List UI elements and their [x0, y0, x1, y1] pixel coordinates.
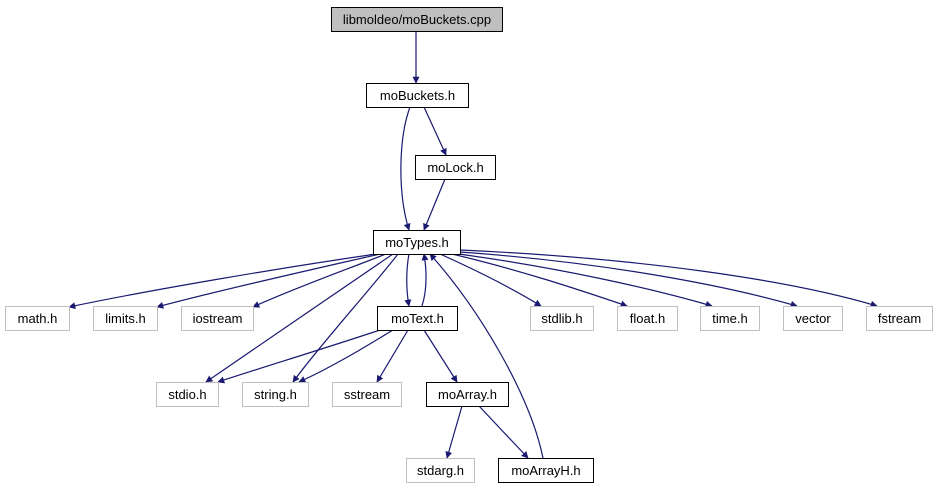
nodes-layer: libmoldeo/moBuckets.cpp moBuckets.h moLock… [5, 7, 933, 483]
edge-moArrayH-h-to-moTypes-h [429, 253, 544, 459]
node-box [332, 382, 402, 407]
node-label: stdarg.h [417, 463, 464, 478]
node-string-h: string.h [242, 382, 309, 407]
edge-moText-h-to-string-h [298, 329, 394, 383]
node-box [783, 306, 843, 331]
node-iostream: iostream [181, 306, 254, 331]
node-label: string.h [254, 387, 297, 402]
node-moText-h[interactable]: moText.h [377, 306, 458, 331]
node-fstream: fstream [866, 306, 933, 331]
node-label: iostream [193, 311, 243, 326]
node-float-h: float.h [617, 306, 678, 331]
node-label[interactable]: libmoldeo/moBuckets.cpp [343, 12, 491, 27]
node-box [700, 306, 760, 331]
node-label: fstream [878, 311, 921, 326]
node-vector: vector [783, 306, 843, 331]
node-box [406, 458, 475, 483]
edge-moTypes-h-to-vector [459, 251, 798, 308]
node-label[interactable]: moLock.h [427, 160, 483, 175]
node-box [93, 306, 158, 331]
node-math-h: math.h [5, 306, 70, 331]
node-label[interactable]: moTypes.h [385, 235, 449, 250]
node-label: float.h [630, 311, 665, 326]
node-moTypes-h[interactable]: moTypes.h [373, 230, 461, 255]
edge-moLock-h-to-moTypes-h [423, 178, 446, 231]
node-root[interactable]: libmoldeo/moBuckets.cpp [331, 7, 503, 32]
node-box [530, 306, 594, 331]
edge-moBuckets-h-to-moLock-h [423, 106, 447, 156]
node-label[interactable]: moArrayH.h [511, 463, 580, 478]
node-box[interactable] [426, 382, 509, 407]
edge-moText-h-to-sstream [376, 329, 409, 383]
node-box[interactable] [415, 155, 496, 180]
node-box [5, 306, 70, 331]
node-moArray-h[interactable]: moArray.h [426, 382, 509, 407]
node-box [866, 306, 933, 331]
node-limits-h: limits.h [93, 306, 158, 331]
node-stdio-h: stdio.h [156, 382, 219, 407]
edge-moTypes-h-to-stdio-h [205, 253, 394, 383]
edge-moBuckets-h-to-moTypes-h [400, 106, 411, 231]
edge-moTypes-h-to-stdlib-h [439, 253, 542, 307]
edge-moTypes-h-to-moText-h [404, 253, 412, 307]
node-label[interactable]: moText.h [391, 311, 444, 326]
edge-moArray-h-to-moArrayH-h [478, 405, 529, 459]
node-label: time.h [712, 311, 747, 326]
edge-moTypes-h-to-iostream [252, 253, 387, 308]
node-box[interactable] [377, 306, 458, 331]
edge-moText-h-to-moTypes-h [421, 253, 429, 307]
node-box[interactable] [331, 7, 503, 32]
node-label: sstream [344, 387, 390, 402]
node-label: stdio.h [168, 387, 206, 402]
edge-moTypes-h-to-fstream [459, 249, 878, 308]
edge-moTypes-h-to-float-h [451, 253, 628, 308]
edge-moTypes-h-to-time-h [458, 253, 713, 308]
node-moArrayH-h[interactable]: moArrayH.h [498, 458, 594, 483]
node-label: vector [795, 311, 831, 326]
node-stdlib-h: stdlib.h [530, 306, 594, 331]
node-time-h: time.h [700, 306, 760, 331]
node-label: limits.h [105, 311, 145, 326]
node-moBuckets-h[interactable]: moBuckets.h [366, 83, 469, 108]
node-stdarg-h: stdarg.h [406, 458, 475, 483]
node-box [156, 382, 219, 407]
edge-moTypes-h-to-string-h [292, 253, 399, 383]
node-sstream: sstream [332, 382, 402, 407]
node-label[interactable]: moArray.h [438, 387, 497, 402]
node-box[interactable] [366, 83, 469, 108]
node-label: stdlib.h [541, 311, 582, 326]
edges-layer [68, 31, 878, 459]
node-box[interactable] [373, 230, 461, 255]
edge-moTypes-h-to-limits-h [156, 253, 381, 309]
node-label[interactable]: moBuckets.h [380, 88, 455, 103]
edge-moText-h-to-moArray-h [423, 329, 458, 383]
node-box [617, 306, 678, 331]
edge-moTypes-h-to-math-h [68, 253, 377, 310]
node-box [242, 382, 309, 407]
edge-moArray-h-to-stdarg-h [445, 405, 463, 459]
node-box[interactable] [498, 458, 594, 483]
edge-moText-h-to-stdio-h [217, 329, 381, 384]
node-label: math.h [18, 311, 58, 326]
node-moLock-h[interactable]: moLock.h [415, 155, 496, 180]
node-box [181, 306, 254, 331]
